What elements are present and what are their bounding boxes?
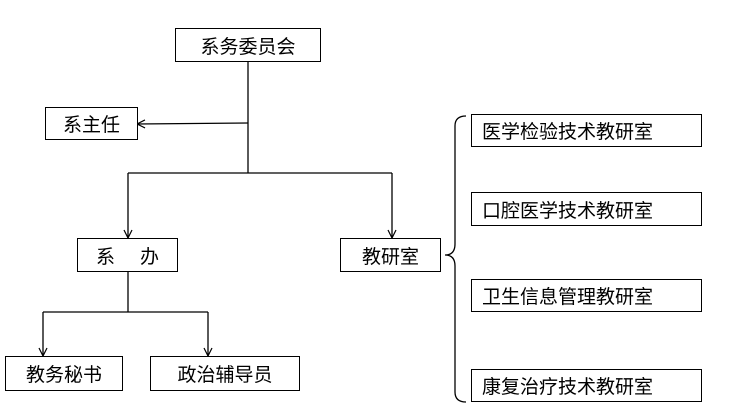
group-brace (444, 115, 467, 403)
arrow-to-director (137, 123, 249, 124)
node-committee: 系务委员会 (175, 28, 321, 62)
node-health-info: 卫生信息管理教研室 (471, 279, 702, 312)
node-oral-medicine: 口腔医学技术教研室 (471, 192, 702, 226)
node-counselor: 政治辅导员 (150, 356, 300, 391)
node-academic-secretary: 教务秘书 (5, 356, 123, 391)
node-lab-medicine: 医学检验技术教研室 (471, 114, 702, 147)
node-office: 系 办 (77, 238, 178, 272)
node-director: 系主任 (45, 107, 138, 140)
node-rehab: 康复治疗技术教研室 (471, 369, 702, 402)
node-teaching-research: 教研室 (340, 238, 441, 272)
